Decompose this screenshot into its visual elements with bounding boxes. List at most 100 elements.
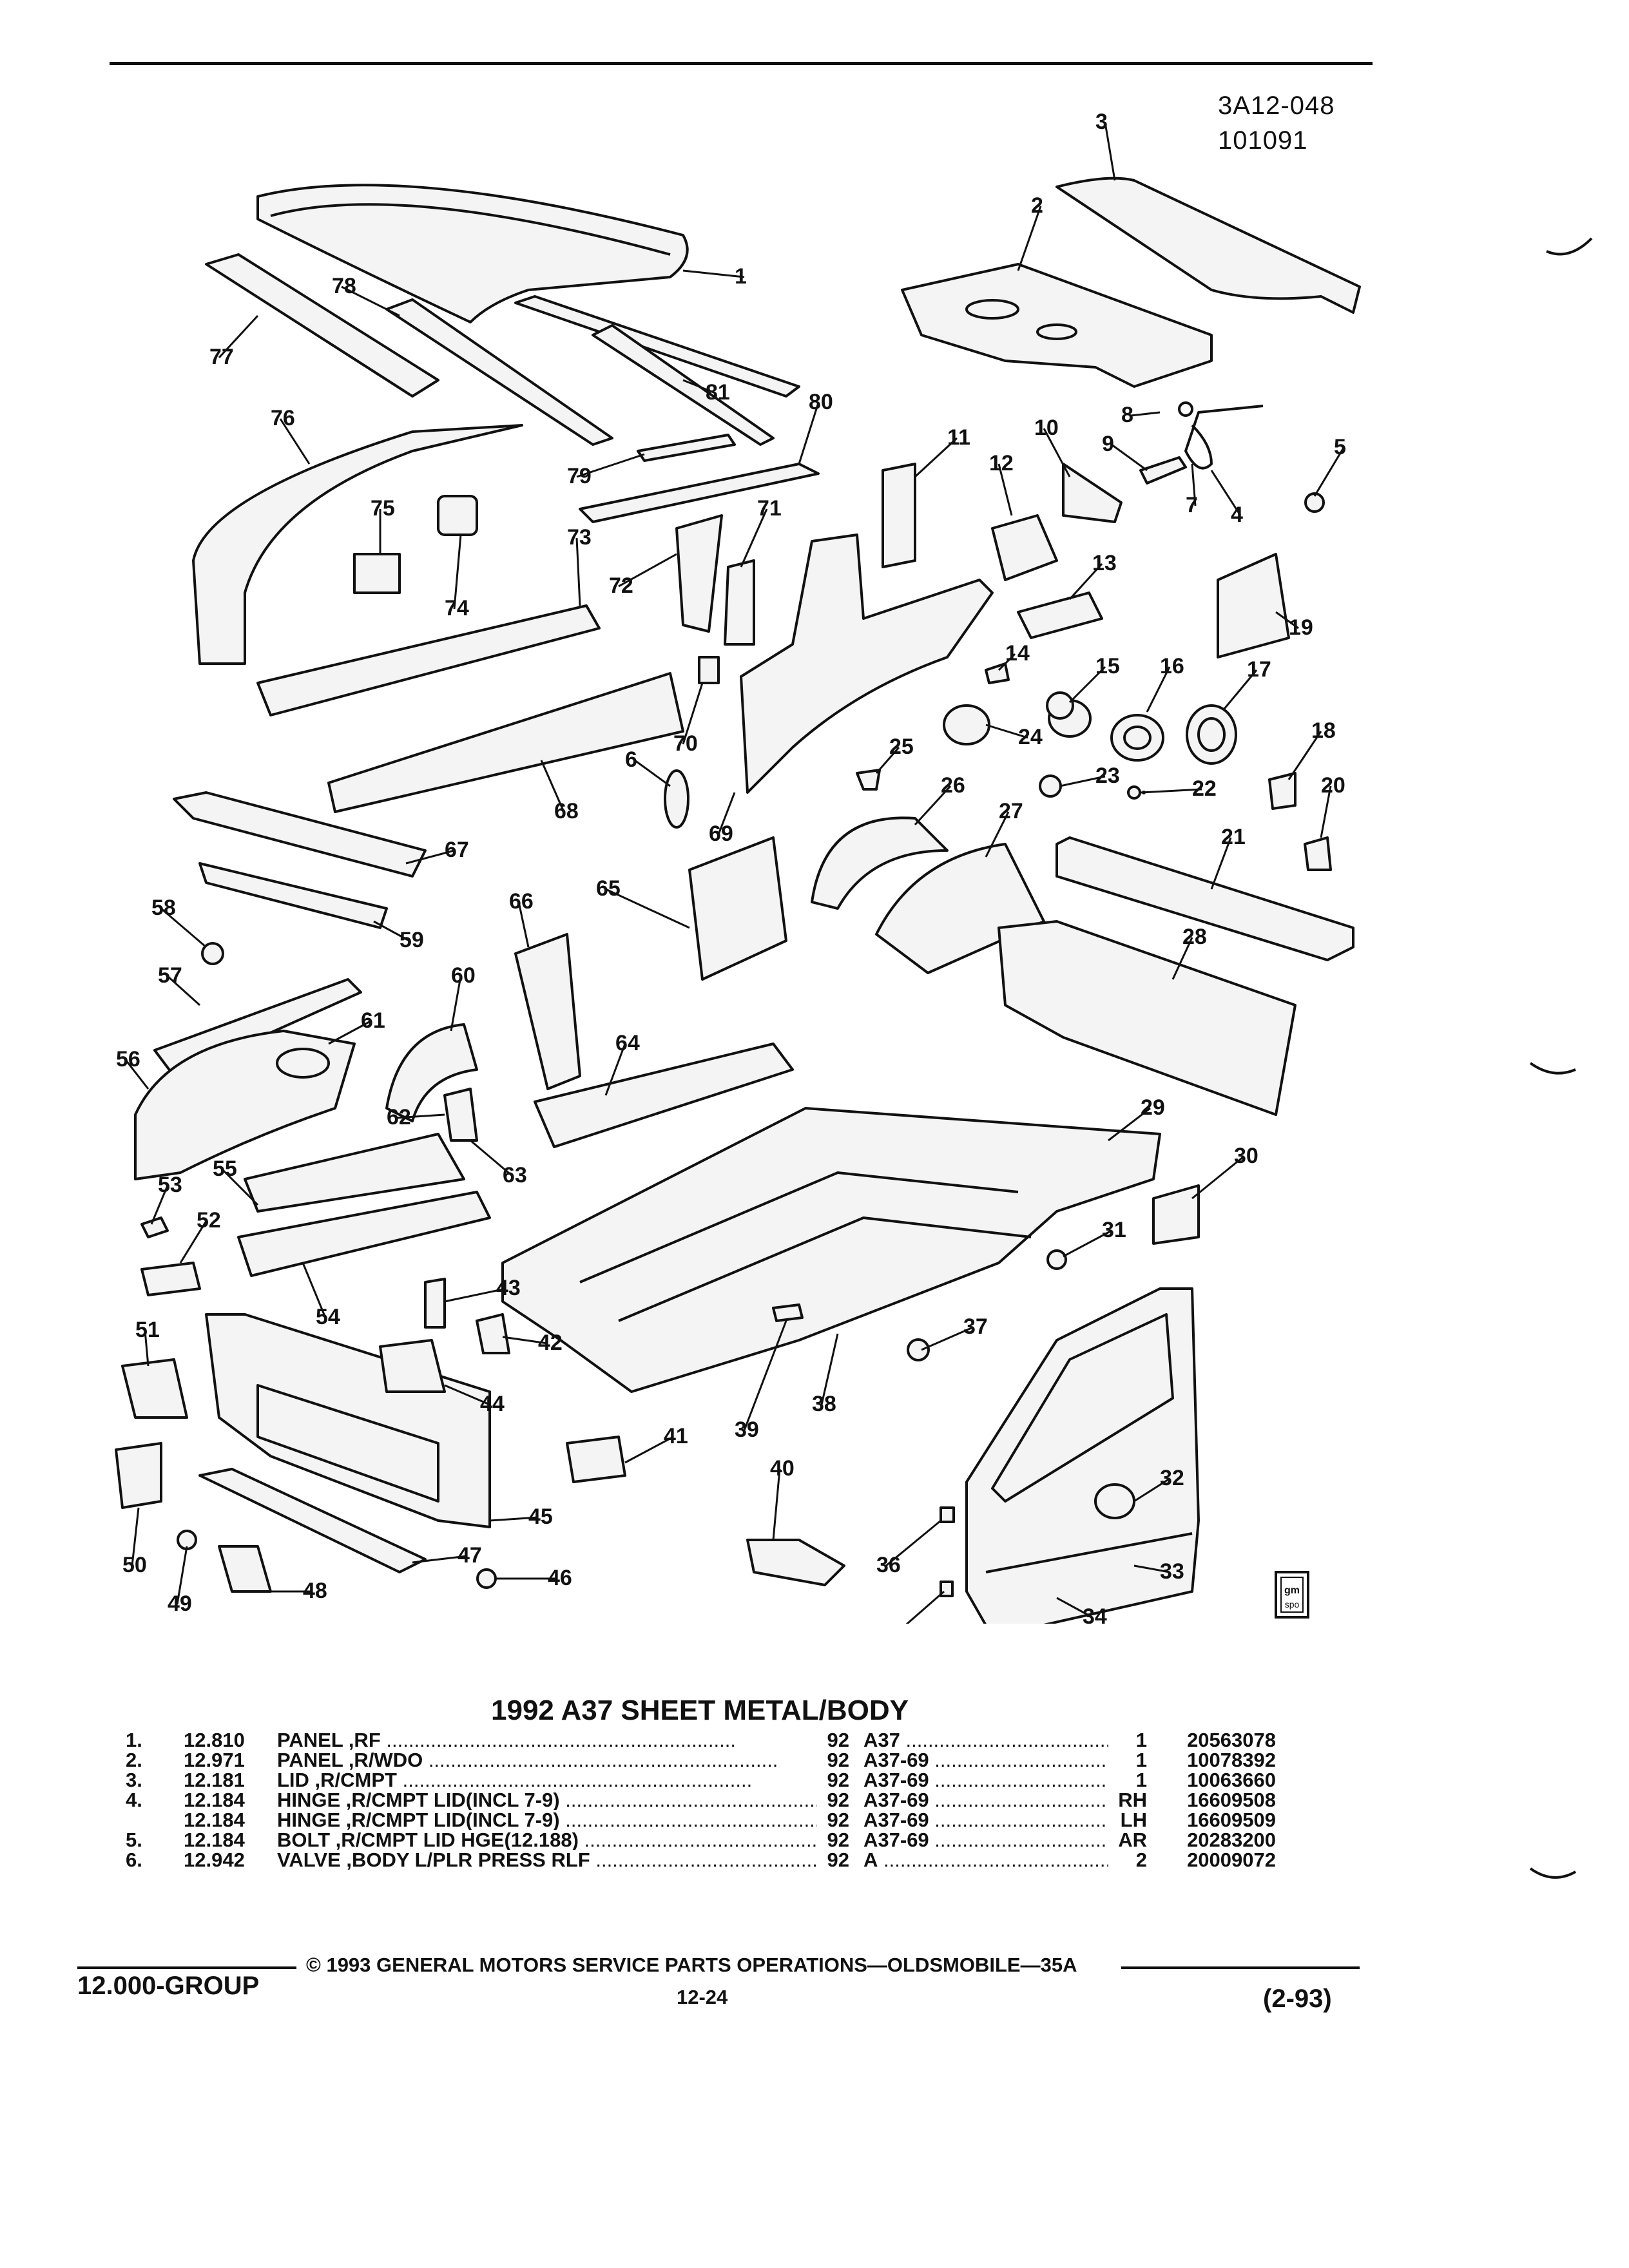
callout-48: 48: [303, 1579, 327, 1603]
leader-line-53: [150, 1185, 169, 1225]
leader-line-33: [1133, 1564, 1170, 1573]
callout-36: 36: [876, 1553, 901, 1577]
callout-3: 3: [1095, 110, 1108, 134]
part-roof-rails: [205, 253, 800, 446]
callout-53: 53: [158, 1173, 182, 1197]
group-number: 12.971: [184, 1749, 245, 1771]
leader-line-54: [302, 1262, 327, 1318]
leader-line-59: [373, 920, 410, 942]
leader-line-36: [885, 1519, 941, 1567]
callout-63: 63: [503, 1163, 527, 1187]
group-number: 12.942: [184, 1849, 245, 1871]
part-description: LID ,R/CMPT ............................…: [277, 1770, 753, 1790]
footer-copyright: © 1993 GENERAL MOTORS SERVICE PARTS OPER…: [306, 1954, 1077, 1976]
callout-52: 52: [197, 1208, 221, 1233]
callout-34: 34: [1083, 1604, 1107, 1624]
leader-line-61: [328, 1020, 371, 1045]
group-number: 12.184: [184, 1829, 245, 1851]
leader-line-6: [634, 759, 671, 787]
dot-leader: ........................................…: [934, 1810, 1108, 1830]
leader-line-72: [618, 553, 677, 588]
model-year: 92: [827, 1789, 849, 1811]
leader-line-1: [682, 269, 745, 278]
callout-58: 58: [151, 896, 176, 920]
footer-rule-right: [1121, 1966, 1360, 1969]
svg-text:spo: spo: [1285, 1599, 1300, 1610]
leader-line-68: [540, 760, 565, 812]
part-small-brackets: [115, 1216, 497, 1593]
part-number: 20009072: [1187, 1849, 1276, 1871]
leader-line-57: [166, 975, 201, 1006]
part-rear-body-panel: [998, 836, 1354, 1116]
leader-line-66: [517, 901, 530, 948]
callout-23: 23: [1095, 764, 1120, 788]
model-code: A37-69 .................................…: [849, 1830, 1108, 1850]
callout-22: 22: [1192, 776, 1217, 801]
model-code: A37-69 .................................…: [849, 1770, 1108, 1790]
callout-78: 78: [332, 274, 356, 298]
part-description: PANEL ,R/WDO ...........................…: [277, 1750, 778, 1770]
callout-26: 26: [941, 773, 965, 798]
leader-line-23: [1059, 775, 1106, 787]
callout-49: 49: [168, 1591, 192, 1616]
exploded-body-diagram: gm spo 3A12-048 123456789101112131415161…: [115, 110, 1361, 1624]
callout-61: 61: [361, 1008, 385, 1033]
part-trim-19: [1217, 553, 1290, 658]
leader-line-5: [1313, 447, 1345, 497]
model-code: A37-69 .................................…: [849, 1790, 1108, 1810]
leader-line-16: [1146, 666, 1171, 713]
footer-page-number: 12-24: [677, 1986, 728, 2008]
callout-50: 50: [122, 1553, 147, 1577]
callout-44: 44: [480, 1392, 505, 1416]
leader-line-71: [740, 508, 768, 568]
callout-43: 43: [496, 1276, 521, 1300]
leader-line-43: [444, 1287, 506, 1303]
callout-77: 77: [209, 345, 234, 369]
part-rear-brackets: [882, 463, 1123, 639]
leader-line-79: [576, 453, 645, 478]
callout-41: 41: [664, 1424, 688, 1448]
callout-80: 80: [809, 390, 833, 414]
leader-line-17: [1223, 669, 1258, 709]
callout-17: 17: [1247, 657, 1271, 682]
callout-47: 47: [458, 1543, 482, 1568]
model-year: 92: [827, 1849, 849, 1871]
callout-27: 27: [999, 799, 1023, 823]
quantity: 2: [1135, 1849, 1147, 1871]
callout-57: 57: [158, 963, 182, 988]
footer-rule-left: [77, 1966, 296, 1969]
part-rear-window-panel: [901, 263, 1213, 388]
part-front-door: [965, 1287, 1200, 1624]
callout-39: 39: [735, 1418, 759, 1442]
part-index: 1.: [126, 1729, 142, 1751]
margin-mark-top: [1546, 237, 1593, 256]
callout-9: 9: [1102, 432, 1114, 456]
leader-line-78: [341, 285, 400, 317]
leader-line-58: [160, 907, 207, 948]
callout-15: 15: [1095, 654, 1120, 678]
model-year: 92: [827, 1749, 849, 1771]
part-roof-panel: [256, 184, 689, 323]
leader-line-42: [502, 1336, 548, 1345]
part-floor-pan: [501, 1107, 1161, 1393]
leader-line-30: [1191, 1155, 1244, 1200]
part-radiator-support: [205, 1313, 491, 1528]
leader-line-29: [1108, 1107, 1151, 1142]
callout-60: 60: [451, 963, 476, 988]
callout-81: 81: [706, 380, 730, 405]
callout-11: 11: [947, 425, 970, 450]
leader-line-65: [605, 888, 690, 929]
callout-31: 31: [1102, 1218, 1126, 1242]
callout-13: 13: [1092, 551, 1117, 575]
callout-28: 28: [1182, 925, 1207, 949]
part-tie-bar: [198, 1468, 427, 1573]
leader-line-24: [985, 724, 1028, 739]
leader-line-31: [1063, 1229, 1112, 1258]
quantity: 1: [1135, 1769, 1147, 1791]
leader-line-32: [1133, 1477, 1170, 1503]
leader-line-28: [1171, 937, 1193, 980]
